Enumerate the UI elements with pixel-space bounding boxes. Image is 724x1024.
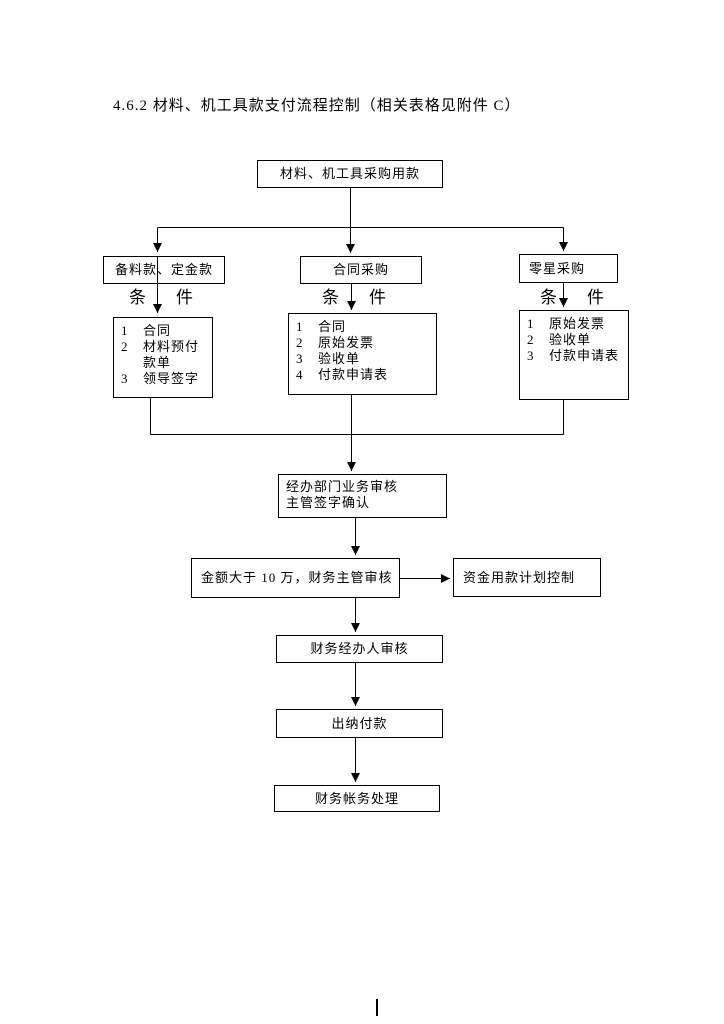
flow-node-fund-plan-control: 资金用款计划控制: [453, 558, 601, 597]
condition-text: 材料预付: [143, 339, 200, 354]
condition-item: 3 付款申请表: [527, 348, 626, 364]
condition-text: 领导签字: [143, 371, 200, 386]
flow-node-label: 合同采购: [332, 262, 389, 277]
condition-item: 1 合同: [121, 323, 210, 339]
flow-node-label: 金额大于 10 万，财务主管审核: [201, 570, 393, 585]
condition-item: 2 原始发票: [296, 335, 434, 351]
condition-label-middle: 条 件: [322, 288, 386, 307]
flow-node-amount-check: 金额大于 10 万，财务主管审核: [191, 558, 400, 598]
condition-list-sporadic-purchase: 1 原始发票 2 验收单 3 付款申请表: [519, 310, 629, 400]
condition-list-contract-purchase: 1 合同 2 原始发票 3 验收单 4 付款申请表: [288, 313, 437, 395]
condition-number: 1: [121, 323, 129, 338]
condition-label-char: 件: [369, 288, 386, 307]
flow-node-cashier-payment: 出纳付款: [276, 709, 443, 738]
condition-number: 2: [527, 332, 535, 347]
condition-item: 1 原始发票: [527, 316, 626, 332]
flow-node-label: 资金用款计划控制: [463, 569, 576, 585]
condition-item: 3 领导签字: [121, 371, 210, 387]
flow-node-label: 财务经办人审核: [310, 641, 409, 656]
condition-number: 3: [527, 348, 535, 363]
section-title: 4.6.2 材料、机工具款支付流程控制（相关表格见附件 C）: [113, 98, 521, 114]
flow-node-label: 出纳付款: [331, 715, 388, 731]
flow-node-label-line2: 主管签字确认: [286, 495, 371, 510]
flow-node-finance-review: 财务经办人审核: [276, 635, 443, 663]
condition-number: 1: [527, 316, 535, 331]
condition-text: 合同: [143, 323, 172, 338]
condition-item: 4 付款申请表: [296, 367, 434, 383]
condition-text: 原始发票: [549, 316, 606, 331]
condition-text: 验收单: [549, 332, 592, 347]
flow-node-advance-deposit: 备料款、定金款: [103, 256, 225, 284]
footer-page-mark: [376, 999, 378, 1016]
flow-node-label: 零星采购: [529, 260, 586, 276]
condition-item: 2 材料预付: [121, 339, 210, 355]
condition-text: 付款申请表: [318, 367, 389, 382]
condition-text: 款单: [143, 355, 172, 370]
condition-number: 1: [296, 319, 304, 334]
condition-number: 2: [121, 339, 129, 354]
condition-number: 4: [296, 367, 304, 382]
condition-text: 合同: [318, 319, 347, 334]
condition-label-left: 条 件: [129, 288, 193, 307]
flow-node-contract-purchase: 合同采购: [300, 256, 422, 284]
condition-label-char: 件: [587, 288, 604, 307]
condition-item: 2 验收单: [527, 332, 626, 348]
flow-node-procurement-funds: 材料、机工具采购用款: [257, 160, 443, 188]
flow-node-sporadic-purchase: 零星采购: [519, 254, 618, 283]
condition-number: 3: [121, 371, 129, 386]
condition-label-char: 条: [129, 288, 146, 307]
condition-label-char: 条: [540, 288, 557, 307]
flow-node-label: 备料款、定金款: [114, 262, 213, 277]
condition-text: 验收单: [318, 351, 361, 366]
condition-text: 原始发票: [318, 335, 375, 350]
condition-item: 1 合同: [296, 319, 434, 335]
flow-node-accounting: 财务帐务处理: [274, 785, 440, 812]
flow-node-label: 财务帐务处理: [314, 790, 399, 806]
flow-node-department-review: 经办部门业务审核 主管签字确认: [278, 474, 447, 518]
condition-number: 3: [296, 351, 304, 366]
condition-list-advance-deposit: 1 合同 2 材料预付 款单 3 领导签字: [113, 317, 213, 398]
condition-item: 3 验收单: [296, 351, 434, 367]
flow-node-label: 材料、机工具采购用款: [279, 166, 420, 181]
condition-label-char: 条: [322, 288, 339, 307]
condition-label-char: 件: [176, 288, 193, 307]
flow-node-label-line1: 经办部门业务审核: [286, 479, 399, 494]
condition-number: [121, 355, 143, 371]
condition-label-right: 条 件: [540, 288, 604, 307]
condition-item: 款单: [121, 355, 210, 371]
condition-text: 付款申请表: [549, 348, 620, 363]
condition-number: 2: [296, 335, 304, 350]
